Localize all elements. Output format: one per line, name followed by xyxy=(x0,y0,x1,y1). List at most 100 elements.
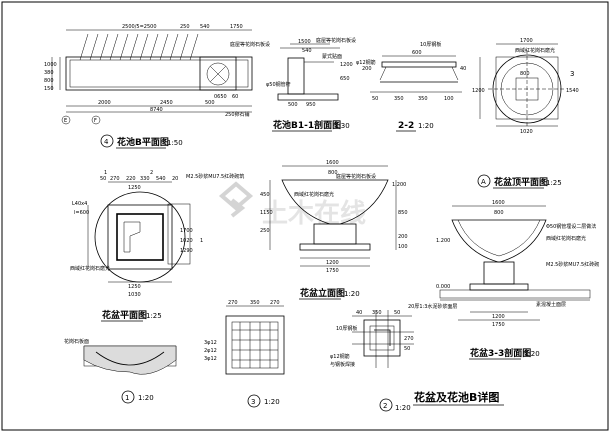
dim-d2-t1: 40 xyxy=(356,310,362,316)
scale-pot-section: 1:20 xyxy=(524,350,540,358)
note-b1-n2: 蒙式贴面 xyxy=(322,53,342,60)
scale-detail-1: 1:20 xyxy=(138,394,154,402)
dim-ps-b2: 1200 xyxy=(492,314,505,320)
dim-22-a: 50 xyxy=(372,96,378,102)
dim-pe-top: 1600 xyxy=(326,160,339,166)
dim-bottom-c: 500 xyxy=(205,100,215,106)
section-22: 600 50 350 350 100 200 40 φ12钢筋 10厚钢板 2-… xyxy=(356,41,466,132)
note-22-plate: 10厚钢板 xyxy=(420,41,441,48)
note-d1: 花岗石板面 xyxy=(64,338,89,345)
dim-pe-h3: 200 xyxy=(398,234,408,240)
dim-b1-d6: 650 xyxy=(340,76,350,82)
dim-d2-t5: 50 xyxy=(404,346,410,352)
dim-ps-b1: 1750 xyxy=(492,322,505,328)
title-pot-section: 花盆3-3剖面图 xyxy=(470,347,531,359)
note-ps-n2: 西域红花岗石磨光 xyxy=(546,235,586,242)
scale-section-22: 1:20 xyxy=(418,122,434,130)
dim-d3-t1: 270 xyxy=(228,300,238,306)
level-ps-2: 0.000 xyxy=(436,284,450,290)
note-ps-n3: M2.5砂浆MU7.5红砖砌 xyxy=(546,261,599,268)
dim-pp-t6: 20 xyxy=(172,176,178,182)
dim-pp-t4: 540 xyxy=(156,176,166,182)
dim-b1-d5: 950 xyxy=(306,102,316,108)
dim-b1-d1: 1500 xyxy=(298,39,311,45)
dim-bottom-total: 8740 xyxy=(150,107,163,113)
dim-pt-small: 800 xyxy=(520,71,530,77)
dim-pp-t3: 330 xyxy=(140,176,150,182)
note-pt-n1: 西域红花岗石磨光 xyxy=(515,47,555,54)
note-d2-weld: 与钢板焊接 xyxy=(330,361,355,368)
scale-detail-2: 1:20 xyxy=(395,404,411,412)
drawing-mark-a: A xyxy=(481,178,486,186)
dim-top1: 2500/5=2500 xyxy=(122,24,157,30)
gravel-hatch xyxy=(79,33,199,61)
dim-rot-a: 0650 xyxy=(214,94,227,100)
note-22-rebar: φ12钢筋 xyxy=(356,59,376,66)
dim-22-c: 350 xyxy=(418,96,428,102)
scale-section-b1: 1:30 xyxy=(334,122,350,130)
note-pe-n2: 西域红花岗石磨光 xyxy=(294,191,334,198)
detail-number-1: 1 xyxy=(125,394,129,402)
dim-pp-l4: 1250 xyxy=(128,284,141,290)
note-pp-mortar: M2.5砂浆MU7.5红砖砌筑 xyxy=(186,173,244,180)
note-gravel: 250卵石铺 xyxy=(225,111,250,118)
scale-pot-elevation: 1:20 xyxy=(344,290,360,298)
detail-number-3: 3 xyxy=(251,398,255,406)
dim-d3-t2: 350 xyxy=(250,300,260,306)
dim-left-c: 800 xyxy=(44,78,54,84)
dim-pe-h2: 850 xyxy=(398,210,408,216)
level-pe: 1.200 xyxy=(392,182,406,188)
dim-pp-t5: 50 xyxy=(100,176,106,182)
dim-d2-t3: 50 xyxy=(394,310,400,316)
title-pot-top-plan: 花盆顶平面图 xyxy=(494,176,548,188)
dim-pp-l1: 1700 xyxy=(180,228,193,234)
title-pot-plan: 花盆平面图 xyxy=(102,309,147,321)
dim-pt-width: 1700 xyxy=(520,38,533,44)
dim-d3-l1: 3φ12 xyxy=(204,340,217,346)
dim-d3-t3: 270 xyxy=(270,300,280,306)
note-pp-finish: 西域红花岗石磨光 xyxy=(70,265,110,272)
dim-left-a: 1000 xyxy=(44,62,57,68)
sheet-title: 花盆及花池B详图 xyxy=(414,390,499,404)
dim-pp-l5: 1030 xyxy=(128,292,141,298)
pp-tag-1: 1 xyxy=(104,170,107,176)
dim-bottom-b: 2450 xyxy=(160,100,173,106)
note-d2-rebar: φ12钢筋 xyxy=(330,353,350,360)
note-b1-n3: φ50钢管杆 xyxy=(266,81,291,88)
dim-d2-t2: 350 xyxy=(372,310,382,316)
note-b1-n1: 庭屋等花岗石板设 xyxy=(316,37,356,44)
dim-pp-l3: 1290 xyxy=(180,248,193,254)
dim-b1-d2: 540 xyxy=(302,48,312,54)
dim-22-f: 40 xyxy=(460,66,466,72)
dim-pp-t2: 220 xyxy=(126,176,136,182)
pot-top-plan: 1700 1200 1540 1020 800 西域红花岗石磨光 3 A 花盆顶… xyxy=(472,38,579,189)
dim-pp-t7: 1250 xyxy=(128,185,141,191)
note-d2-plate: 10厚钢板 xyxy=(336,325,357,332)
note-rooftop: 庭屋等花岗石板设 xyxy=(230,41,270,48)
dim-pt-left: 1540 xyxy=(566,88,579,94)
dim-22-d: 100 xyxy=(444,96,454,102)
pot-section-33: 1600 800 1750 1200 1.200 0.000 Φ50钢管埋设二层… xyxy=(408,200,599,360)
scale-detail-3: 1:20 xyxy=(264,398,280,406)
dim-pe-b1: 1750 xyxy=(326,268,339,274)
dim-d3-l3: 3φ12 xyxy=(204,356,217,362)
dim-pe-h1: 1150 xyxy=(260,210,273,216)
note-ps-n4: 20厚1:3水泥砂浆面层 xyxy=(408,303,457,310)
pot-elevation: 1600 800 1750 1200 1150 850 200 100 250 … xyxy=(260,160,408,300)
dim-pp-l2: 1020 xyxy=(180,238,193,244)
dim-bottom-a: 2000 xyxy=(98,100,111,106)
dim-left-b: 380 xyxy=(44,70,54,76)
dim-pe-h6: 450 xyxy=(260,192,270,198)
title-section-b1: 花池B1-1剖面图 xyxy=(273,119,341,131)
dim-d2-t4: 270 xyxy=(404,336,414,342)
axis-e: E xyxy=(64,118,67,124)
level-ps-1: 1.200 xyxy=(436,238,450,244)
dim-pe-b2: 1200 xyxy=(326,260,339,266)
detail-number-2: 2 xyxy=(383,402,387,410)
pp-tag-2: 2 xyxy=(150,170,153,176)
section-tag-3: 3 xyxy=(570,70,574,78)
dim-top4: 1750 xyxy=(230,24,243,30)
scale-pool-b-plan: 1:50 xyxy=(167,139,183,147)
